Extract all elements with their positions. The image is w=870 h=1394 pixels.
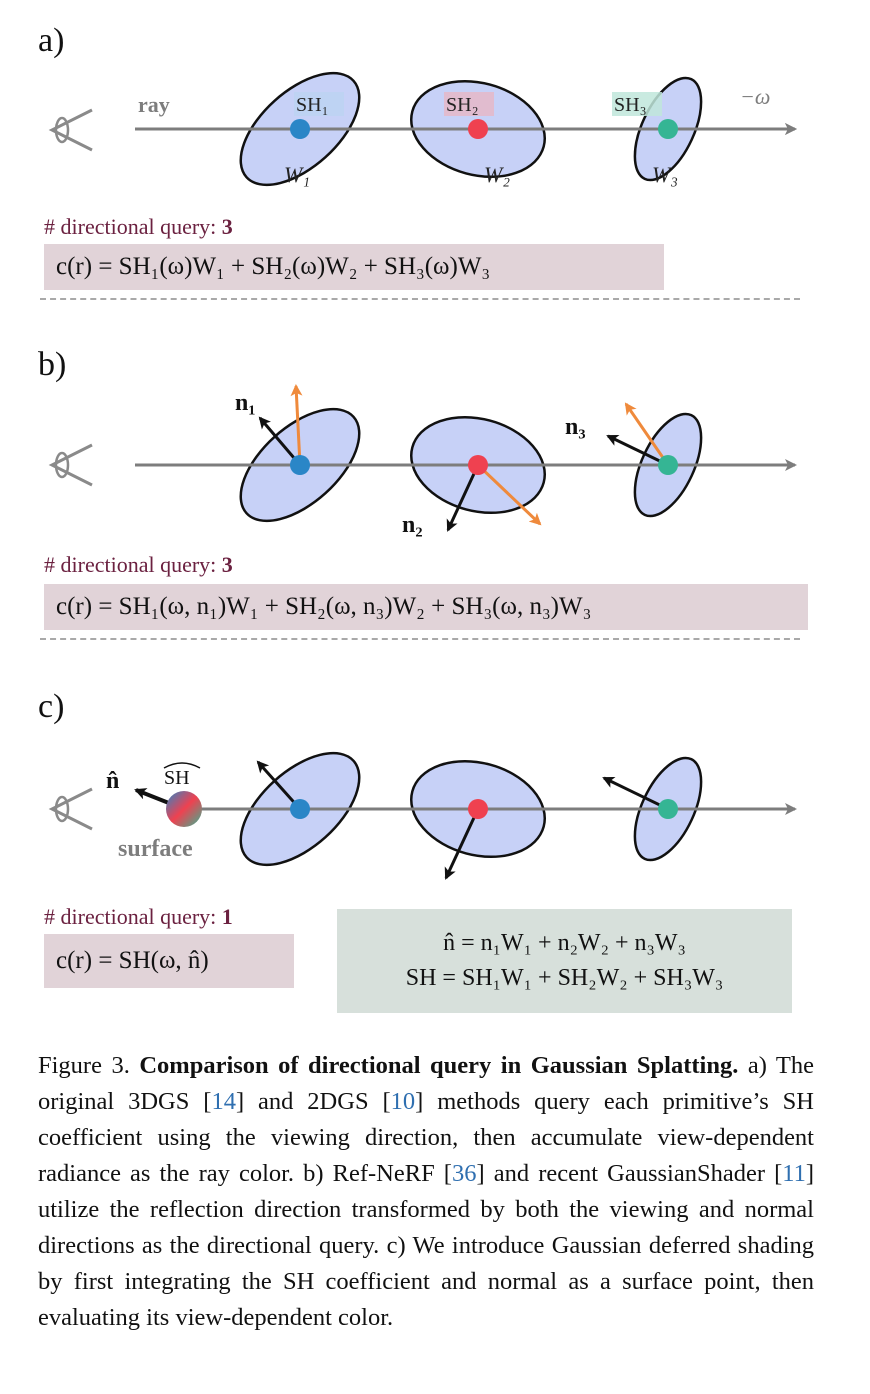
surface-normal-label: n̂ [106,768,119,794]
center-dot-2 [468,799,488,819]
normal-arrow-2 [444,808,480,880]
panel-a-diagram: ray −ω SH₁ SH₂ SH₃ W₁ W₂ W₃ [48,71,797,187]
equation-a: c(r) = SH₁(ω)W₁ + SH₂(ω)W₂ + SH₃(ω)W₃ [44,244,664,290]
reflection-arrow-1 [290,384,303,466]
panel-b-label: b) [38,346,67,383]
normal-arrow-2 [446,464,480,532]
equation-c: c(r) = SH(ω, n̂) [44,934,294,988]
caption-text-5: ] utilize the reflection direction trans… [38,1160,814,1331]
eye-icon [54,116,70,144]
weight-label-1: W₁ [284,162,310,187]
citation-link[interactable]: 10 [390,1088,416,1115]
query-number-c: 1 [221,904,233,929]
query-count-a: # directional query: 3 [44,214,233,240]
center-dot-1 [290,119,310,139]
surface-sh-label: SH [164,767,190,789]
panel-c-label: c) [38,688,65,725]
center-dot-3 [658,455,678,475]
citation-link[interactable]: 14 [211,1088,236,1115]
reflection-arrow-3 [624,402,670,466]
normal-arrow-3 [602,776,669,811]
sh-label-bg-3 [612,92,662,116]
sh-label-3: SH₃ [614,94,647,116]
caption-text-2: ] and 2DGS [ [235,1088,391,1115]
eye-icon [48,443,93,487]
query-prefix-b: # directional query: [44,552,217,577]
sh-label-2: SH₂ [446,94,479,116]
separator-a [40,298,800,300]
ray-label: ray [138,92,170,117]
panel-b-diagram: n₁ n₂ n₃ [48,384,797,538]
sh-label-1: SH₁ [296,94,329,116]
normal-label-3: n₃ [565,414,586,440]
surface-point [166,791,202,827]
query-number-a: 3 [221,214,233,239]
figure-label: Figure 3. [38,1052,130,1079]
normal-arrow-3 [606,434,669,467]
normal-arrow-1 [256,760,302,810]
citation-link[interactable]: 11 [782,1160,806,1187]
eye-icon [54,451,70,479]
center-dot-1 [290,799,310,819]
side-equation-sh: SH = SH₁W₁ + SH₂W₂ + SH₃W₃ [405,965,724,991]
panel-c-diagram: n̂ SH surface [48,751,797,880]
eye-icon [48,108,93,152]
figure-caption: Figure 3. Comparison of directional quer… [38,1048,814,1336]
caption-text-4: ] and recent GaussianShader [ [476,1160,783,1187]
caption-text-3: ] methods query each primitive’s SH coef… [38,1088,814,1187]
query-count-b: # directional query: 3 [44,552,233,578]
normal-label-2: n₂ [402,512,423,538]
equation-b: c(r) = SH₁(ω, n₁)W₁ + SH₂(ω, n₃)W₂ + SH₃… [44,584,808,630]
weight-label-2: W₂ [484,162,510,187]
citation-link[interactable]: 36 [451,1160,477,1187]
weight-label-3: W₃ [652,162,678,187]
surface-label: surface [118,836,193,862]
center-dot-1 [290,455,310,475]
side-equations-c: n̂ = n₁W₁ + n₂W₂ + n₃W₃ SH = SH₁W₁ + SH₂… [337,909,792,1013]
query-number-b: 3 [221,552,233,577]
caption-text-1: a) The original 3DGS [ [38,1052,815,1115]
surface-sh-hat [163,762,201,769]
separator-b [40,638,800,640]
center-dot-2 [468,119,488,139]
panel-a-label: a) [38,22,65,59]
direction-label: −ω [740,84,770,109]
sh-label-bg-2 [444,92,494,116]
query-prefix-a: # directional query: [44,214,217,239]
figure-title: Comparison of directional query in Gauss… [139,1052,739,1079]
query-prefix-c: # directional query: [44,904,217,929]
center-dot-2 [468,455,488,475]
normal-arrow-1 [258,416,302,466]
center-dot-3 [658,799,678,819]
eye-icon [54,795,70,823]
query-count-c: # directional query: 1 [44,904,233,930]
eye-icon [48,787,93,831]
normal-label-1: n₁ [235,390,256,416]
reflection-arrow-2 [476,463,542,526]
center-dot-3 [658,119,678,139]
side-equation-normal: n̂ = n₁W₁ + n₂W₂ + n₃W₃ [443,930,686,956]
sh-label-bg-1 [294,92,344,116]
